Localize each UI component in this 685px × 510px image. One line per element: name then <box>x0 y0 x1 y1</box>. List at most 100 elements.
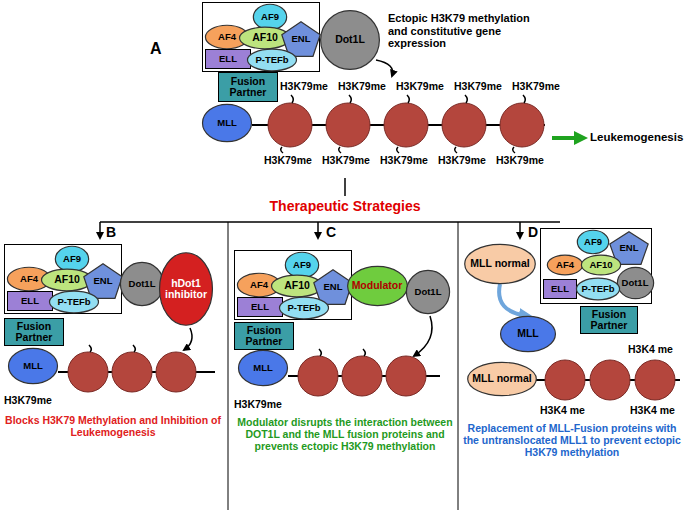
protein-ellipse: Modulator <box>347 266 408 306</box>
annotation-label: D <box>528 224 538 240</box>
annotation-label: H3K79me <box>396 80 444 92</box>
progression-arrow <box>552 136 584 140</box>
protein-label: AF10 <box>54 274 80 285</box>
protein-ellipse: Dot1L <box>320 10 380 70</box>
inhibition-curve <box>184 328 192 350</box>
protein-ellipse: P-TEFb <box>279 297 329 319</box>
protein-box: Fusion Partner <box>580 306 638 334</box>
protein-label: Fusion Partner <box>219 76 277 98</box>
protein-ellipse: MLL <box>500 316 556 352</box>
nucleosomes <box>545 360 675 400</box>
histone-tails <box>89 345 135 352</box>
protein-box: ELL <box>237 297 283 317</box>
protein-label: ENL <box>620 243 639 253</box>
complex-box: AF4AF9AF10ENLELLP-TEFb <box>4 244 122 314</box>
protein-label: P-TEFb <box>581 284 614 294</box>
methylation-curve <box>376 60 393 76</box>
annotation-label: H3K79me <box>322 154 370 166</box>
protein-ellipse: P-TEFb <box>49 291 99 313</box>
protein-box: Fusion Partner <box>218 72 278 102</box>
protein-label: AF10 <box>252 32 278 43</box>
annotation-label: H3K4 me <box>628 343 673 355</box>
protein-label: MLL <box>517 328 539 339</box>
annotation-label: H3K79me <box>454 80 502 92</box>
caption-text: Blocks H3K79 Methylation and Inhibition … <box>4 414 222 438</box>
protein-box: Fusion Partner <box>234 322 294 350</box>
annotation-label: H3K79me <box>496 154 544 166</box>
annotation-label: H3K79me <box>280 80 328 92</box>
protein-label: MLL normal <box>470 258 529 269</box>
protein-label: AF4 <box>250 280 268 290</box>
protein-label: AF9 <box>261 12 279 22</box>
protein-ellipse: MLL <box>202 104 252 142</box>
protein-label: Fusion Partner <box>581 309 637 331</box>
protein-label: AF10 <box>284 280 310 291</box>
protein-label: hDot1 inhibitor <box>159 278 213 300</box>
protein-label: MLL <box>253 363 273 373</box>
protein-ellipse: AF9 <box>55 246 89 272</box>
complex-box: AF4AF9AF10ENLELLP-TEFb <box>202 2 320 72</box>
protein-ellipse: MLL normal <box>467 362 537 396</box>
protein-box: Fusion Partner <box>4 318 64 346</box>
annotation-label: H3K4 me <box>630 404 675 416</box>
protein-ellipse: P-TEFb <box>247 49 297 71</box>
protein-label: MLL normal <box>472 373 531 384</box>
protein-ellipse: hDot1 inhibitor <box>159 252 213 326</box>
replacement-arrow <box>499 284 528 316</box>
histone-tails <box>319 349 365 356</box>
annotation-label: H3K79me <box>438 154 486 166</box>
protein-ellipse: MLL normal <box>464 244 536 284</box>
annotation-label: Therapeutic Strategies <box>267 198 424 214</box>
annotation-label: H3K79me <box>264 154 312 166</box>
complex-box: AF4 AF9AF10 ENL ELL P-TEFb <box>234 250 352 320</box>
protein-label: AF4 <box>20 274 38 284</box>
nucleosomes <box>68 352 196 392</box>
complex-box: AF9ENL AF4 AF10Dot1L ELL P-TEFb <box>540 228 652 304</box>
protein-label: ELL <box>551 284 569 294</box>
annotation-label: H3K4 me <box>540 404 585 416</box>
protein-label: AF9 <box>293 260 311 270</box>
annotation-label: B <box>106 224 116 240</box>
histone-tails <box>281 95 526 153</box>
caption-text: Ectopic H3K79 methylation and constituti… <box>388 12 538 50</box>
annotation-label: H3K79me <box>4 394 52 406</box>
protein-label: ELL <box>251 302 269 312</box>
protein-label: AF10 <box>589 260 612 270</box>
annotation-label: A <box>150 40 162 58</box>
annotation-label: H3K79me <box>234 398 282 410</box>
protein-label: AF9 <box>584 237 602 247</box>
annotation-label: H3K79me <box>512 80 560 92</box>
caption-text: Replacement of MLL-Fusion proteins with … <box>462 422 682 458</box>
protein-box: ELL <box>7 291 53 311</box>
protein-label: P-TEFb <box>255 55 288 65</box>
protein-label: AF9 <box>63 254 81 264</box>
protein-box: ELL <box>543 279 577 299</box>
annotation-label: H3K79me <box>380 154 428 166</box>
protein-label: ELL <box>21 296 39 306</box>
panel-separator <box>228 222 458 510</box>
protein-label: AF4 <box>556 260 574 270</box>
annotation-label: H3K79me <box>338 80 386 92</box>
protein-label: Dot1L <box>335 34 365 45</box>
protein-label: Fusion Partner <box>5 321 63 343</box>
protein-ellipse: P-TEFb <box>576 278 620 300</box>
caption-text: Modulator disrupts the interaction betwe… <box>234 416 456 452</box>
protein-label: Dot1L <box>129 279 156 289</box>
protein-ellipse: AF10 <box>581 255 621 275</box>
protein-label: MLL <box>23 361 43 371</box>
protein-ellipse: AF9 <box>577 230 609 254</box>
nucleosomes <box>268 103 544 147</box>
protein-label: ENL <box>324 282 343 292</box>
protein-ellipse: AF9 <box>253 4 287 30</box>
protein-ellipse: AF9 <box>285 252 319 278</box>
protein-label: MLL <box>217 118 237 128</box>
protein-label: Dot1L <box>622 278 649 288</box>
protein-label: Fusion Partner <box>235 325 293 347</box>
protein-label: AF4 <box>218 32 236 42</box>
protein-ellipse: Dot1L <box>406 270 450 314</box>
protein-ellipse: Dot1L <box>617 267 654 299</box>
protein-ellipse: MLL <box>8 348 58 384</box>
protein-label: ENL <box>292 34 311 44</box>
protein-label: P-TEFb <box>57 297 90 307</box>
